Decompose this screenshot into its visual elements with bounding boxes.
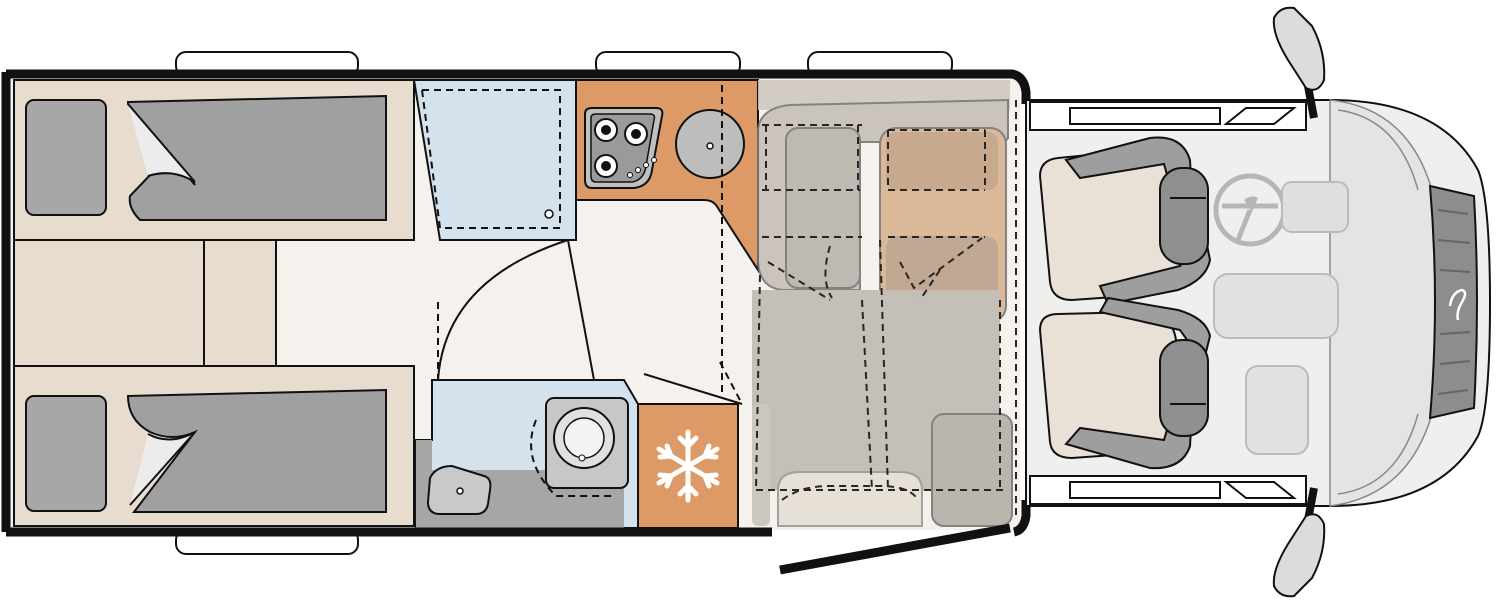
dinette-lower-step	[752, 404, 770, 526]
washbasin-icon	[426, 464, 492, 515]
toilet-icon	[530, 397, 629, 497]
step-right	[203, 239, 277, 367]
wardrobe-dashed-shelf	[420, 89, 561, 229]
grille	[1428, 184, 1478, 420]
windscreen-bottom	[1337, 413, 1419, 495]
rear-bed-upper	[13, 79, 415, 241]
rear-bed-lower	[13, 365, 415, 527]
bed-step	[13, 239, 277, 367]
dinette-bench-front	[777, 471, 923, 527]
mirror-right	[1272, 487, 1326, 598]
entry-door-dashed	[719, 361, 743, 405]
entry-door	[779, 523, 1011, 575]
passenger-seat	[1038, 296, 1212, 470]
dash-console	[1281, 181, 1349, 233]
windscreen-top	[1337, 109, 1419, 191]
driver-seat	[1038, 136, 1212, 306]
bed-conversion-dashes	[755, 124, 1008, 501]
fridge	[637, 403, 739, 529]
bathroom-door-arc	[437, 239, 569, 381]
dash-console-low	[1245, 365, 1309, 455]
bathroom-door-line	[567, 239, 595, 381]
kitchen	[575, 79, 759, 395]
step-left	[13, 239, 205, 367]
sink-icon	[675, 109, 745, 179]
bathroom	[415, 239, 639, 529]
hob-icon	[584, 107, 664, 189]
cab	[1025, 99, 1492, 507]
brand-logo-icon	[1448, 288, 1467, 321]
pillow-lower	[25, 395, 107, 512]
cab-side-windows	[1029, 101, 1307, 505]
pillow-upper	[25, 99, 107, 216]
dinette-seat-left	[785, 127, 861, 289]
wardrobe-knob	[544, 209, 554, 219]
wardrobe	[412, 79, 577, 241]
dinette	[752, 80, 1017, 527]
wardrobe-body	[412, 79, 577, 241]
mirror-left	[1272, 6, 1326, 119]
blanket-fold-upper	[127, 103, 196, 183]
dinette-table-inner	[886, 132, 998, 190]
body-outline-bottom-right	[1012, 500, 1031, 537]
blanket-fold-lower	[129, 431, 196, 506]
body-outline	[6, 69, 1031, 104]
entry-door-swing	[643, 373, 743, 405]
snowflake-icon	[656, 429, 720, 503]
dinette-lower-seat	[931, 413, 1013, 527]
dash-console-mid	[1213, 273, 1339, 339]
